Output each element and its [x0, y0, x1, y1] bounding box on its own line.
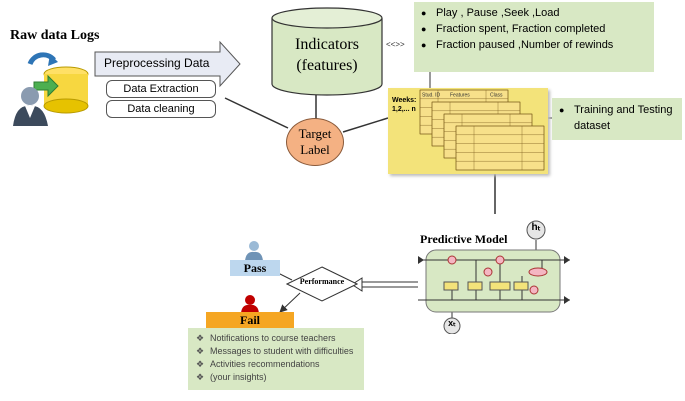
fail-label: Fail	[240, 313, 260, 327]
pass-person-icon	[245, 241, 263, 261]
lstm-cell	[418, 220, 570, 334]
fail-action-item: Messages to student with difficulties	[194, 345, 358, 358]
preprocessing-arrow	[94, 40, 241, 88]
performance-label: Performance	[299, 277, 345, 286]
fail-action-item: Notifications to course teachers	[194, 332, 358, 345]
preprocessing-step-extraction: Data Extraction	[106, 80, 216, 98]
dataset-note-box: Training and Testing dataset	[552, 98, 682, 140]
performance-diamond	[286, 266, 358, 302]
dataset-note: Training and Testing dataset	[556, 102, 678, 134]
fail-person-icon	[241, 295, 259, 313]
indicator-item: Fraction paused ,Number of rewinds	[418, 37, 650, 53]
target-label-circle: Target Label	[286, 118, 344, 166]
preprocessing-step-cleaning: Data cleaning	[106, 100, 216, 118]
raw-data-title: Raw data Logs	[10, 28, 100, 43]
week-table	[455, 125, 545, 171]
fail-action-item: Activities recommendations	[194, 358, 358, 371]
indicators-list-box: Play , Pause ,Seek ,Load Fraction spent,…	[414, 2, 654, 72]
week-table-header-id: Stud. ID	[422, 93, 440, 99]
pass-label: Pass	[243, 261, 267, 275]
indicators-line1: Indicators	[295, 36, 359, 53]
dataset-tables: Stud. ID Features Class	[419, 89, 545, 171]
indicators-line2: (features)	[296, 57, 358, 74]
indicators-cylinder	[271, 7, 383, 96]
weeks-range: 1,2,... n	[392, 106, 416, 113]
fail-badge: Fail	[206, 312, 294, 328]
target-line2: Label	[300, 142, 330, 157]
model-title: Predictive Model	[420, 232, 508, 246]
preprocessing-title: Preprocessing Data	[104, 56, 210, 70]
step-cleaning-label: Data cleaning	[127, 103, 195, 115]
fail-actions-box: Notifications to course teachers Message…	[188, 328, 364, 390]
weeks-title: Weeks:	[392, 97, 417, 104]
week-table-header-features: Features	[450, 93, 470, 99]
lstm-input-label: xₜ	[448, 318, 456, 328]
indicator-item: Play , Pause ,Seek ,Load	[418, 5, 650, 21]
target-line1: Target	[298, 126, 332, 141]
step-extraction-label: Data Extraction	[123, 83, 199, 95]
lstm-output-label: hₜ	[531, 222, 541, 233]
pass-badge: Pass	[230, 260, 280, 276]
indicator-item: Fraction spent, Fraction completed	[418, 21, 650, 37]
weeks-label: Weeks: 1,2,... n	[392, 96, 416, 114]
indicators-connector: <<>>	[386, 40, 405, 49]
indicators-label: Indicators (features)	[272, 34, 382, 76]
fail-action-item: (your insights)	[194, 371, 358, 384]
raw-data-icon	[13, 52, 89, 126]
week-table-header-class: Class	[490, 93, 503, 99]
